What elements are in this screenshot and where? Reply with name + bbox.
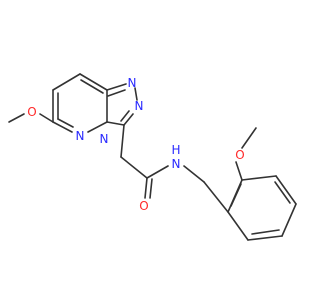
bond: [107, 89, 126, 97]
atom-o-methoxy-left: O: [27, 105, 36, 119]
bond: [281, 203, 297, 237]
bond: [8, 113, 25, 123]
bond: [134, 87, 138, 101]
bond: [241, 127, 257, 149]
atom-h-amide: H: [171, 143, 180, 157]
bond: [120, 110, 130, 122]
atom-o-carbonyl: O: [139, 199, 148, 213]
bond: [203, 181, 229, 213]
bond: [120, 124, 125, 158]
atom-n-ring-bottom: N: [76, 129, 85, 143]
bond: [241, 175, 277, 181]
bond: [52, 73, 81, 91]
bond: [146, 165, 169, 179]
bond: [183, 165, 205, 183]
atom-n-ring-bridge: N: [100, 132, 109, 146]
structure-diagram: O N N N N O N H O: [8, 73, 297, 241]
bond: [230, 183, 242, 207]
bond: [106, 83, 127, 91]
bond: [274, 181, 291, 204]
atom-n-amide: N: [172, 157, 181, 171]
bond: [251, 229, 280, 235]
atom-o-methoxy-right: O: [235, 148, 244, 162]
bond: [149, 178, 153, 199]
bond: [275, 175, 297, 205]
bond: [106, 121, 125, 126]
bond: [144, 177, 148, 199]
atom-n-triazole-top: N: [128, 76, 137, 90]
atom-n-triazole-right: N: [135, 99, 144, 113]
molecule-drawing: O N N N N O N H O: [8, 73, 297, 241]
bond: [87, 121, 108, 133]
bond: [247, 235, 283, 241]
bond-lines: [8, 73, 297, 241]
bond: [52, 121, 73, 133]
atom-labels: O N N N N O N H O: [27, 76, 244, 213]
bond: [120, 156, 148, 179]
bond: [39, 113, 54, 123]
bond: [80, 79, 104, 94]
bond: [79, 73, 108, 91]
bond: [123, 113, 134, 126]
bond: [227, 211, 249, 241]
bond: [57, 118, 74, 128]
bond: [235, 161, 243, 181]
